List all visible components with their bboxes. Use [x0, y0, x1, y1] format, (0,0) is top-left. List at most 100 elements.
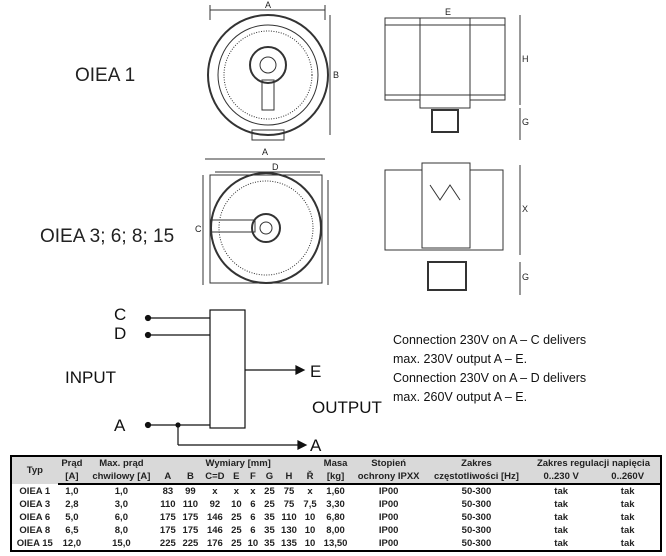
spec-table: Typ Prąd Max. prąd Wymiary [mm] Masa Sto… [10, 455, 662, 552]
table-cell: 146 [206, 525, 223, 536]
table-cell: 1,60 [326, 486, 345, 497]
oiea3-side-view [384, 162, 521, 295]
terminal-d-label: D [114, 324, 127, 343]
table-cell: 50-300 [461, 525, 492, 536]
col-max: Max. prąd [99, 458, 144, 469]
table-cell: OIEA 15 [16, 538, 53, 549]
table-cell: IP00 [378, 512, 399, 523]
table-cell: 35 [264, 525, 275, 536]
table-cell: 10 [304, 538, 316, 549]
table-cell: 6 [250, 499, 256, 510]
col-typ: Typ [26, 465, 43, 476]
table-cell: 35 [264, 512, 275, 523]
table-cell: OIEA 1 [19, 485, 51, 497]
table-cell: 1,0 [114, 486, 128, 497]
dim-g-mid: G [522, 272, 529, 282]
table-cell: 25 [231, 538, 242, 549]
dim-d-mid: D [272, 162, 279, 172]
terminal-e-label: E [310, 362, 322, 381]
note-line: max. 260V output A – E. [393, 390, 528, 404]
table-cell: 176 [206, 538, 223, 549]
table-cell: 7,5 [303, 499, 317, 510]
table-cell: 75 [283, 499, 295, 510]
table-cell: 8,00 [326, 525, 345, 536]
table-cell: 13,50 [323, 538, 348, 549]
table-cell: 50-300 [461, 512, 492, 523]
table-cell: 92 [209, 499, 221, 510]
table-cell: x [212, 486, 218, 497]
note-line: Connection 230V on A – C delivers [393, 333, 587, 347]
table-cell: tak [554, 499, 569, 510]
table-cell: 6,80 [326, 512, 345, 523]
col-dim: B [179, 470, 202, 485]
table-cell: tak [620, 486, 635, 497]
col-dim: A [156, 470, 180, 485]
table-cell: tak [554, 538, 569, 549]
terminal-a-in-label: A [114, 416, 126, 435]
oiea1-side-view [384, 15, 521, 140]
table-cell: 25 [264, 499, 275, 510]
col-260: 0..260V [595, 470, 661, 485]
table-cell: OIEA 3 [19, 499, 51, 510]
col-prad-unit: [A] [57, 470, 87, 485]
table-cell: tak [620, 499, 635, 510]
oiea1-front-view [207, 5, 331, 141]
table-cell: 83 [162, 486, 174, 497]
table-cell: 6,5 [65, 525, 79, 536]
table-cell: 3,0 [114, 499, 128, 510]
table-cell: 10 [247, 538, 259, 549]
col-stopien-sub: ochrony IPXX [351, 470, 426, 485]
table-cell: 3,30 [326, 499, 345, 510]
table-cell: tak [620, 538, 635, 549]
model-label-oiea1: OIEA 1 [75, 65, 136, 86]
circuit-diagram [144, 309, 308, 450]
col-dim: H [277, 470, 301, 485]
col-masa: Masa [323, 458, 348, 469]
col-wymiary: Wymiary [mm] [205, 458, 271, 469]
table-cell: 110 [160, 499, 176, 510]
table-cell: 146 [206, 512, 223, 523]
table-cell: tak [554, 486, 569, 497]
table-cell: 175 [159, 512, 176, 523]
col-dim: F [244, 470, 262, 485]
dim-g: G [522, 117, 529, 127]
table-cell: IP00 [378, 499, 399, 510]
table-cell: 2,8 [65, 499, 79, 510]
table-cell: 175 [182, 512, 199, 523]
table-cell: 225 [182, 538, 199, 549]
table-cell: 110 [182, 499, 199, 510]
table-cell: tak [620, 512, 635, 523]
table-cell: OIEA 8 [19, 525, 51, 536]
dim-c-mid: C [195, 224, 202, 234]
table-cell: IP00 [378, 525, 399, 536]
table-cell: x [307, 486, 313, 497]
col-dim: Ř [300, 470, 320, 485]
table-cell: IP00 [378, 486, 399, 497]
note-line: Connection 230V on A – D delivers [393, 371, 587, 385]
table-cell: 75 [283, 486, 295, 497]
terminal-c-label: C [114, 305, 127, 324]
technical-drawings: A B E H G A D C X G [195, 0, 529, 295]
terminal-a-out-label: A [310, 436, 322, 455]
col-dim: G [261, 470, 278, 485]
table-cell: 225 [159, 538, 176, 549]
note-line: max. 230V output A – E. [393, 352, 528, 366]
col-regulacja: Zakres regulacji napięcia [536, 458, 650, 469]
table-cell: 12,0 [62, 538, 82, 549]
col-stopien: Stopień [371, 458, 407, 469]
col-dim: C=D [201, 470, 229, 485]
model-label-oiea3-15: OIEA 3; 6; 8; 15 [40, 226, 175, 247]
dim-x-mid: X [522, 204, 528, 214]
table-cell: 6 [250, 512, 256, 523]
col-zakres: Zakres [461, 458, 492, 469]
output-label: OUTPUT [312, 398, 382, 417]
table-cell: 8,0 [114, 525, 128, 536]
table-cell: OIEA 6 [19, 512, 51, 523]
dim-h: H [522, 54, 529, 64]
table-cell: 110 [281, 512, 297, 523]
